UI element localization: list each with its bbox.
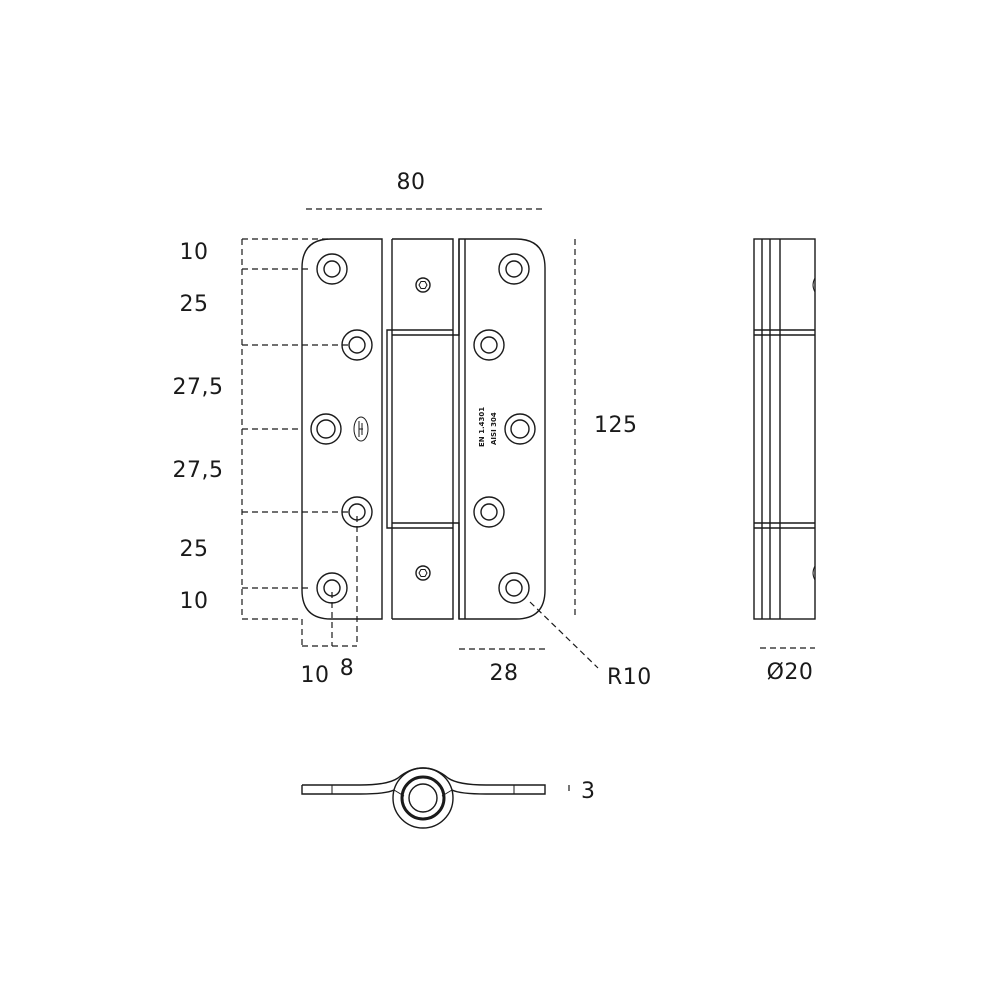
stamp-line-2: AISI 304	[490, 412, 498, 445]
dim-bottom-edge-10: 10	[180, 589, 209, 614]
left-hole-2	[341, 329, 373, 361]
dim-height-125: 125	[594, 413, 638, 438]
dim-width-80: 80	[397, 170, 426, 195]
side-dimension: Ø20	[760, 647, 815, 685]
knuckle-recess-inner	[392, 239, 460, 619]
side-view	[753, 238, 816, 620]
brand-logo	[353, 416, 369, 442]
dim-knuckle-diameter: Ø20	[767, 660, 814, 685]
stamp-line-1: EN 1.4301	[478, 407, 486, 447]
dim-spacing-27-5-bottom: 27,5	[173, 458, 224, 483]
dim-spacing-25-top: 25	[180, 292, 209, 317]
front-dimension-labels: 80 125 10 25 27,5 27,5 25 10 10 8 28 R10	[173, 170, 652, 690]
left-hole-3	[310, 413, 342, 445]
top-set-screw	[415, 277, 431, 293]
left-leaf-outline	[301, 238, 383, 620]
top-dimension: 3	[568, 779, 596, 804]
top-view	[301, 767, 546, 829]
material-stamp: EN 1.4301 AISI 304	[478, 407, 498, 447]
dim-hole-offset-8: 8	[340, 656, 355, 681]
front-view: EN 1.4301 AISI 304	[301, 238, 546, 620]
dim-hole-offset-10: 10	[301, 663, 330, 688]
left-hole-1	[316, 253, 348, 285]
right-leaf-outline	[458, 238, 546, 620]
bottom-set-screw	[415, 565, 431, 581]
knuckle-recess	[386, 329, 453, 529]
right-hole-2	[473, 329, 505, 361]
dim-spacing-27-5-top: 27,5	[173, 375, 224, 400]
right-hole-3	[504, 413, 536, 445]
right-hole-1	[498, 253, 530, 285]
front-dimension-lines	[241, 208, 599, 669]
dim-thickness-3: 3	[581, 779, 596, 804]
right-hole-5	[498, 572, 530, 604]
center-knuckle	[392, 238, 454, 620]
right-hole-4	[473, 496, 505, 528]
left-hole-5	[316, 572, 348, 604]
dim-leaf-width-28: 28	[490, 661, 519, 686]
dim-top-edge-10: 10	[180, 240, 209, 265]
dim-corner-radius: R10	[607, 665, 652, 690]
dim-spacing-25-bottom: 25	[180, 537, 209, 562]
